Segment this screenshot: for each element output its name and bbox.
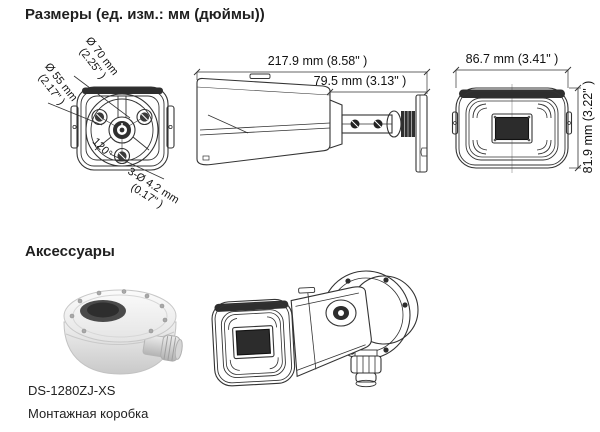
accessory-description: Монтажная коробка [28, 406, 149, 421]
accessories-title: Аксессуары [25, 243, 115, 260]
junction-box-image [52, 284, 187, 382]
side-view-drawing: 217.9 mm (8.58" ) 79.5 mm (3.13" ) [193, 54, 440, 186]
rear-view-drawing: Ø 70 mm (2.25" ) Ø 55 mm (2.17" ) 3-Ø 4.… [28, 35, 193, 225]
front-view-drawing: 86.7 mm (3.41" ) 81.9 mm (3.22" ) [450, 52, 600, 200]
accessory-model: DS-1280ZJ-XS [28, 383, 116, 398]
dim-label-total-length: 217.9 mm (8.58" ) [267, 54, 368, 68]
side-view-lineart [193, 68, 431, 173]
dim-label-height: 81.9 mm (3.22" ) [581, 80, 595, 174]
rear-view-lineart [47, 75, 175, 180]
page-title: Размеры (ед. изм.: мм (дюймы)) [25, 6, 265, 23]
front-view-lineart [451, 66, 582, 173]
dim-label-mount-length: 79.5 mm (3.13" ) [313, 74, 407, 88]
camera-mounted-image [205, 266, 420, 406]
dim-label-width: 86.7 mm (3.41" ) [465, 52, 559, 66]
